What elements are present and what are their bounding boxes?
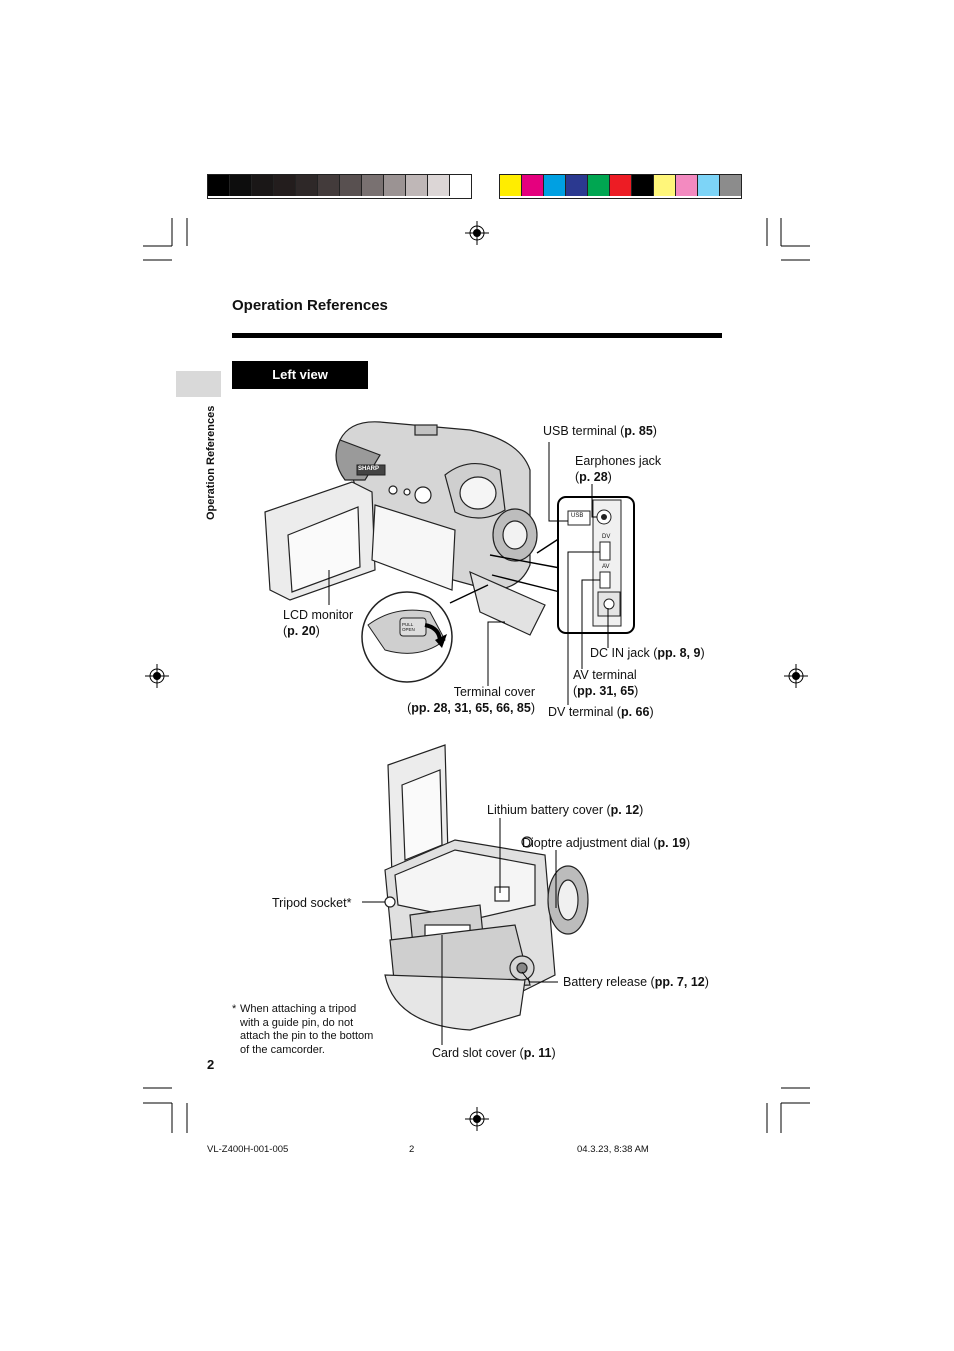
color-swatch bbox=[720, 175, 741, 196]
panel-dv-label: DV bbox=[602, 534, 611, 540]
color-swatch bbox=[340, 175, 362, 196]
panel-av-label: AV bbox=[602, 564, 610, 570]
color-swatch bbox=[274, 175, 296, 196]
usb-terminal-label: USB terminal (p. 85) bbox=[543, 424, 657, 438]
color-swatch bbox=[588, 175, 610, 196]
footnote-line: attach the pin to the bottom bbox=[240, 1030, 374, 1042]
footer-page: 2 bbox=[409, 1144, 415, 1155]
lithium-battery-cover-label: Lithium battery cover (p. 12) bbox=[487, 803, 644, 817]
earphones-jack-label: Earphones jack (p. 28) bbox=[575, 454, 662, 484]
color-swatch bbox=[698, 175, 720, 196]
color-swatch bbox=[208, 175, 230, 196]
footnote-line: with a guide pin, do not bbox=[240, 1016, 354, 1029]
color-swatch bbox=[566, 175, 588, 196]
lcd-monitor-label: LCD monitor (p. 20) bbox=[283, 608, 354, 638]
card-slot-cover-label: Card slot cover (p. 11) bbox=[432, 1046, 556, 1060]
color-swatch bbox=[428, 175, 450, 196]
dv-terminal-label: DV terminal (p. 66) bbox=[548, 705, 654, 719]
tripod-footnote: * When attaching a tripod with a guide p… bbox=[232, 1003, 373, 1057]
side-thumb-tab bbox=[176, 371, 221, 397]
footnote-line: of the camcorder. bbox=[240, 1043, 325, 1056]
color-swatch bbox=[654, 175, 676, 196]
color-swatch bbox=[676, 175, 698, 196]
dioptre-adjustment-dial-label: Dioptre adjustment dial (p. 19) bbox=[522, 836, 691, 850]
footer-doc-id: VL-Z400H-001-005 bbox=[207, 1144, 289, 1155]
grayscale-calibration-bar bbox=[207, 174, 472, 199]
color-swatch bbox=[318, 175, 340, 196]
av-terminal-label: AV terminal (pp. 31, 65) bbox=[573, 668, 639, 698]
title-rule bbox=[232, 333, 722, 338]
color-swatch bbox=[450, 175, 471, 196]
color-swatch bbox=[522, 175, 544, 196]
color-swatch bbox=[362, 175, 384, 196]
color-swatch bbox=[384, 175, 406, 196]
footer-timestamp: 04.3.23, 8:38 AM bbox=[577, 1144, 649, 1155]
dc-in-jack-label: DC IN jack (pp. 8, 9) bbox=[590, 646, 705, 660]
left-view-tab: Left view bbox=[232, 361, 368, 389]
color-swatch bbox=[406, 175, 428, 196]
battery-release-label: Battery release (pp. 7, 12) bbox=[563, 975, 709, 989]
brand-logo: SHARP bbox=[358, 466, 380, 472]
color-swatch bbox=[610, 175, 632, 196]
color-swatch bbox=[500, 175, 522, 196]
color-swatch bbox=[296, 175, 318, 196]
color-swatch bbox=[632, 175, 654, 196]
panel-usb-label: USB bbox=[571, 513, 584, 519]
color-calibration-bar bbox=[499, 174, 742, 199]
terminal-cover-label: Terminal cover (pp. 28, 31, 65, 66, 85) bbox=[407, 685, 535, 715]
footnote-line: When attaching a tripod bbox=[240, 1003, 357, 1015]
color-swatch bbox=[230, 175, 252, 196]
page-title: Operation References bbox=[232, 297, 388, 314]
page-number: 2 bbox=[207, 1057, 215, 1072]
color-swatch bbox=[252, 175, 274, 196]
pull-open-label: PULL OPEN bbox=[402, 622, 415, 632]
footnote-marker: * bbox=[232, 1003, 237, 1015]
tripod-socket-label: Tripod socket* bbox=[272, 896, 352, 910]
color-swatch bbox=[544, 175, 566, 196]
